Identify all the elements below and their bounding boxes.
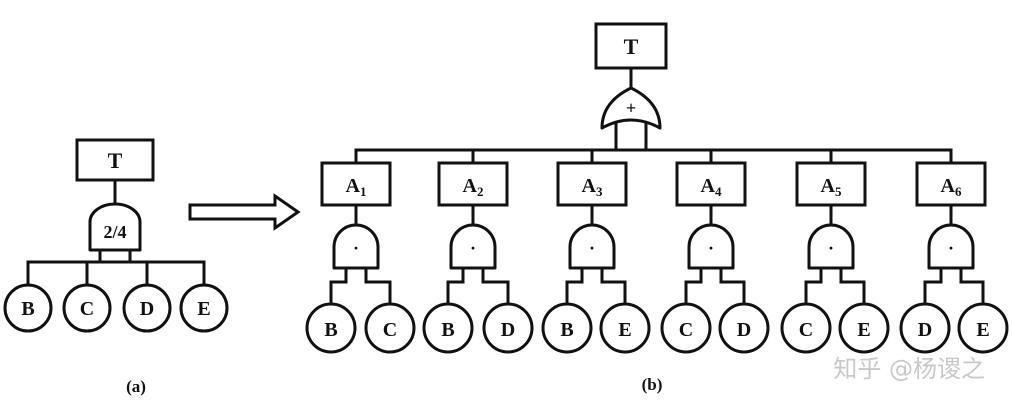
and-gate xyxy=(927,223,975,270)
and-gate-symbol: · xyxy=(708,238,714,258)
intermediate-event-box xyxy=(795,161,867,207)
basic-event-circle xyxy=(780,302,832,354)
voting-gate-a xyxy=(88,202,142,252)
basic-event-label: C xyxy=(383,319,397,341)
basic-event-label: B xyxy=(324,319,337,341)
intermediate-event-label: A6 xyxy=(941,175,962,199)
basic-event-circle xyxy=(3,283,53,333)
basic-event-circle xyxy=(422,302,474,354)
intermediate-event-label: A3 xyxy=(582,175,603,199)
figure-b: T + A1 · B C A2 · B D A3 · B E A4 · C D A5 · C E A6 · D E (b) xyxy=(305,22,1009,394)
basic-event-circle xyxy=(718,302,770,354)
basic-event-circle xyxy=(122,283,172,333)
watermark-text: 知乎 @杨谡之 xyxy=(833,355,985,383)
basic-event-label: D xyxy=(918,319,932,341)
basic-event-circle xyxy=(957,302,1009,354)
top-event-label-b: T xyxy=(624,34,639,59)
and-gate xyxy=(568,223,616,270)
intermediate-event-label: A5 xyxy=(821,175,842,199)
basic-event-label: B xyxy=(21,298,34,320)
voting-gate-label: 2/4 xyxy=(103,222,126,242)
basic-event-label: C xyxy=(679,319,693,341)
intermediate-event-label: A4 xyxy=(701,175,722,199)
and-gate xyxy=(449,223,497,270)
intermediate-event-box xyxy=(556,161,628,207)
and-gate-symbol: · xyxy=(948,238,954,258)
caption-b: (b) xyxy=(642,375,663,394)
basic-event-circle xyxy=(364,302,416,354)
or-gate-symbol: + xyxy=(626,98,636,118)
and-gate-symbol: · xyxy=(470,238,476,258)
basic-event-circle xyxy=(62,283,112,333)
basic-event-label: E xyxy=(976,319,989,341)
and-gate xyxy=(687,223,735,270)
basic-event-label: B xyxy=(560,319,573,341)
intermediate-event-label: A1 xyxy=(346,175,367,199)
basic-event-circle xyxy=(482,302,534,354)
basic-event-circle xyxy=(599,302,651,354)
basic-event-circle xyxy=(660,302,712,354)
caption-a: (a) xyxy=(126,377,146,396)
basic-event-label: D xyxy=(737,319,751,341)
basic-event-label: E xyxy=(857,319,870,341)
basic-event-label: C xyxy=(799,319,813,341)
basic-event-label: B xyxy=(441,319,454,341)
basic-event-circle xyxy=(838,302,890,354)
and-gate xyxy=(807,223,855,270)
figure-a: T 2/4 B C D E (a) xyxy=(3,138,229,396)
transform-arrow-icon xyxy=(188,193,301,231)
basic-event-circle xyxy=(305,302,357,354)
or-gate-b xyxy=(600,86,662,130)
and-gate xyxy=(332,223,380,270)
intermediate-event-box xyxy=(320,161,392,207)
basic-event-circle xyxy=(899,302,951,354)
basic-event-label: E xyxy=(197,298,210,320)
and-gate-symbol: · xyxy=(353,238,359,258)
intermediate-branches: A1 · B C A2 · B D A3 · B E A4 · C D A5 · C E A6 · D E xyxy=(305,148,1009,354)
and-gate-symbol: · xyxy=(589,238,595,258)
intermediate-event-label: A2 xyxy=(463,175,484,199)
basic-event-label: C xyxy=(80,298,94,320)
basic-event-label: D xyxy=(140,298,154,320)
basic-event-circle xyxy=(179,283,229,333)
top-event-box-b xyxy=(594,22,668,70)
top-event-label-a: T xyxy=(108,148,123,173)
basic-event-label: E xyxy=(618,319,631,341)
basic-event-circle xyxy=(541,302,593,354)
basic-event-label: D xyxy=(501,319,515,341)
and-gate-symbol: · xyxy=(828,238,834,258)
